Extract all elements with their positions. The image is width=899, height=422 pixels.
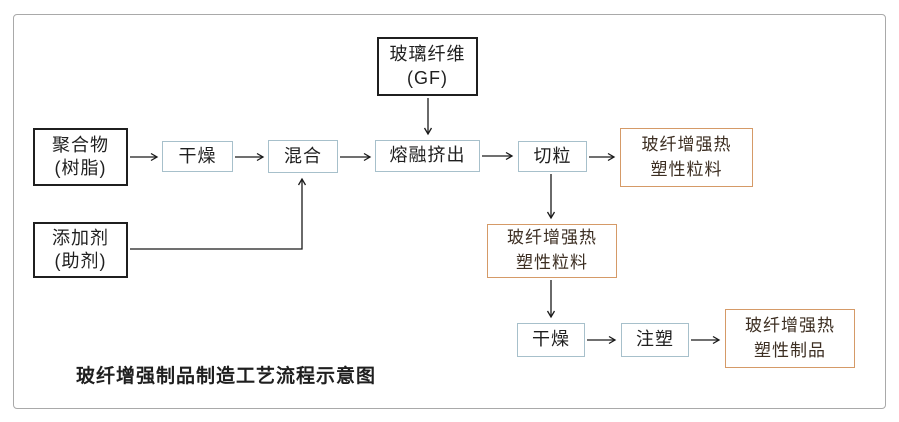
node-polymer-line2: (树脂) (54, 158, 107, 178)
node-additive-line2: (助剂) (54, 251, 107, 271)
node-pellets1-line1: 玻纤增强热 (641, 134, 732, 154)
node-additive-line1: 添加剂 (52, 227, 109, 248)
node-pellets2-line2: 塑性粒料 (516, 253, 588, 272)
node-inject: 注塑 (621, 323, 689, 357)
node-pellets2: 玻纤增强热 塑性粒料 (487, 224, 617, 278)
node-inject-label: 注塑 (636, 329, 674, 350)
node-dry1-label: 干燥 (178, 145, 217, 166)
node-glass-fiber: 玻璃纤维 (GF) (377, 37, 478, 96)
node-pellets1: 玻纤增强热 塑性粒料 (620, 128, 753, 187)
node-dry1: 干燥 (162, 141, 233, 172)
node-mix-label: 混合 (284, 145, 322, 166)
node-products-line2: 塑性制品 (754, 340, 826, 360)
node-extrude: 熔融挤出 (375, 140, 480, 172)
diagram-caption: 玻纤增强制品制造工艺流程示意图 (76, 366, 377, 387)
node-polymer: 聚合物 (树脂) (33, 128, 128, 186)
node-pellets1-line2: 塑性粒料 (650, 159, 723, 179)
node-mix: 混合 (268, 140, 338, 173)
node-products: 玻纤增强热 塑性制品 (725, 309, 855, 368)
node-glass-fiber-line1: 玻璃纤维 (389, 44, 466, 65)
arrow-additive-to-mix (130, 177, 307, 250)
node-additive: 添加剂 (助剂) (33, 222, 128, 278)
node-cut-label: 切粒 (533, 145, 572, 166)
node-polymer-line1: 聚合物 (52, 134, 109, 155)
node-dry2: 干燥 (517, 323, 585, 357)
node-extrude-label: 熔融挤出 (389, 145, 466, 166)
node-glass-fiber-line2: (GF) (407, 67, 448, 88)
node-cut: 切粒 (518, 141, 587, 172)
node-products-line1: 玻纤增强热 (745, 315, 835, 335)
node-pellets2-line1: 玻纤增强热 (507, 228, 597, 248)
node-dry2-label: 干燥 (532, 329, 570, 350)
